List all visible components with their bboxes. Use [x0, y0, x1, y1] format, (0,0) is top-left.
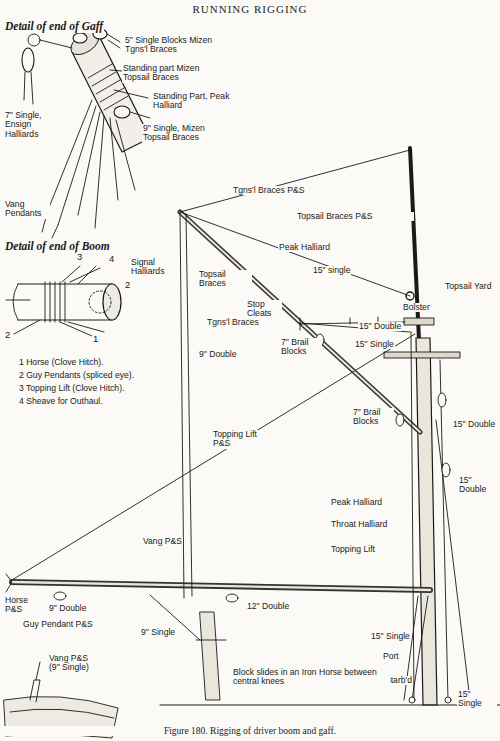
- part-label: 9" Double: [198, 350, 237, 359]
- rigging-stroke: [89, 291, 111, 313]
- part-label: Standing Part, Peak Halliard: [152, 92, 238, 111]
- part-label: 4 Sheave for Outhaul.: [18, 397, 104, 406]
- part-label: Topsail Braces: [198, 270, 252, 289]
- part-label: Signal Halliards: [130, 258, 176, 277]
- rigging-stroke: [160, 704, 500, 705]
- part-label: Bolster: [402, 303, 431, 312]
- rigging-stroke: [4, 27, 500, 738]
- part-label: Tgns'l Braces P&S: [232, 186, 330, 195]
- part-label: 15" Double: [458, 476, 496, 495]
- rigging-stroke: [226, 594, 238, 602]
- part-label: Vang P&S: [142, 537, 183, 546]
- part-label: Horse P&S: [4, 596, 38, 615]
- part-label: Topsail Yard: [444, 282, 494, 291]
- callout-number: 2: [124, 280, 131, 290]
- part-label: 9" Single, Mizen Topsail Braces: [142, 124, 218, 143]
- callout-number: 4: [108, 254, 115, 264]
- part-label: Standing part Mizen Topsail Braces: [122, 64, 224, 83]
- rigging-stroke: [6, 266, 104, 336]
- detail-heading: Detail of end of Boom: [4, 240, 111, 253]
- part-label: 15" Double: [452, 420, 496, 429]
- rigging-stroke: [103, 284, 121, 320]
- rigging-stroke: [36, 662, 40, 680]
- part-label: Stop Cleats: [246, 300, 282, 319]
- rigging-stroke: [114, 106, 130, 118]
- part-label: 15" Double: [358, 322, 402, 331]
- rigging-stroke: [396, 414, 404, 426]
- part-label: 9" Double: [48, 604, 87, 613]
- rigging-stroke: [40, 40, 72, 48]
- part-label: 12" Double: [246, 602, 290, 611]
- part-label: 5" Single Blocks Mizen Tgns'l Braces: [124, 36, 218, 55]
- rigging-stroke: [180, 212, 420, 432]
- part-label: Peak Halliard: [278, 243, 331, 252]
- rigging-stroke: [411, 332, 470, 700]
- part-label: 9" Single: [140, 628, 176, 637]
- rigging-stroke: [12, 334, 415, 580]
- rigging-stroke: [54, 592, 66, 600]
- callout-number: 1: [92, 334, 99, 344]
- rigging-stroke: [6, 574, 12, 592]
- part-label: Topsail Braces P&S: [296, 212, 414, 221]
- part-label: 1 Horse (Clove Hitch).: [18, 358, 105, 367]
- part-label: 15" Single: [354, 340, 395, 349]
- rigging-stroke: [13, 284, 18, 320]
- part-label: 15" single: [312, 266, 351, 275]
- part-label: Tgns'l Braces: [206, 318, 264, 327]
- rigging-stroke: [22, 48, 34, 72]
- rigging-stroke: [438, 393, 446, 407]
- figure-caption: Figure 180. Rigging of driver boom and g…: [0, 726, 500, 736]
- rigging-stroke: [416, 338, 437, 705]
- rigging-stroke: [404, 318, 434, 325]
- rigging-stroke: [196, 640, 226, 641]
- rigging-stroke: [73, 33, 87, 43]
- rigging-stroke: [10, 680, 114, 718]
- part-label: Guy Pendant P&S: [22, 620, 94, 629]
- rigging-stroke: [180, 212, 420, 432]
- rigging-stroke: [200, 612, 220, 700]
- rigging-stroke: [45, 282, 65, 322]
- part-label: Block slides in an Iron Horse between ce…: [232, 668, 390, 687]
- callout-number: 3: [76, 252, 83, 262]
- rigging-stroke: [300, 323, 410, 332]
- part-label: 15" Single: [370, 632, 411, 641]
- part-label: Vang P&S (9" Single): [48, 654, 102, 673]
- part-label: 15" Single: [457, 690, 497, 709]
- part-label: 3 Topping Lift (Clove Hitch).: [18, 384, 125, 393]
- part-label: 7" Brail Blocks: [352, 408, 394, 427]
- rigging-stroke: [409, 697, 415, 703]
- rigging-stroke: [130, 112, 150, 118]
- part-label: 7" Brail Blocks: [280, 338, 322, 357]
- rigging-stroke: [12, 582, 430, 590]
- rigging-stroke: [24, 72, 33, 104]
- rigging-stroke: [12, 582, 430, 590]
- part-label: Topping Lift: [330, 545, 376, 554]
- part-label: Port: [382, 652, 400, 661]
- rigging-stroke: [180, 150, 410, 296]
- rigging-stroke: [445, 697, 451, 703]
- part-label: 2 Guy Pendants (spliced eye).: [18, 371, 135, 380]
- rigging-stroke: [442, 463, 450, 477]
- part-label: Throat Halliard: [330, 520, 388, 529]
- detail-heading: Detail of end of Gaff: [4, 20, 104, 33]
- page-title: RUNNING RIGGING: [0, 3, 500, 15]
- part-label: Peak Halliard: [330, 498, 383, 507]
- part-label: 7" Single, Ensign Halliards: [4, 111, 62, 139]
- part-label: Topping Lift P&S: [212, 430, 260, 449]
- rigging-stroke: [28, 34, 40, 46]
- part-label: Vang Pendants: [4, 200, 50, 219]
- rigging-stroke: [384, 352, 460, 358]
- callout-number: 2: [4, 330, 11, 340]
